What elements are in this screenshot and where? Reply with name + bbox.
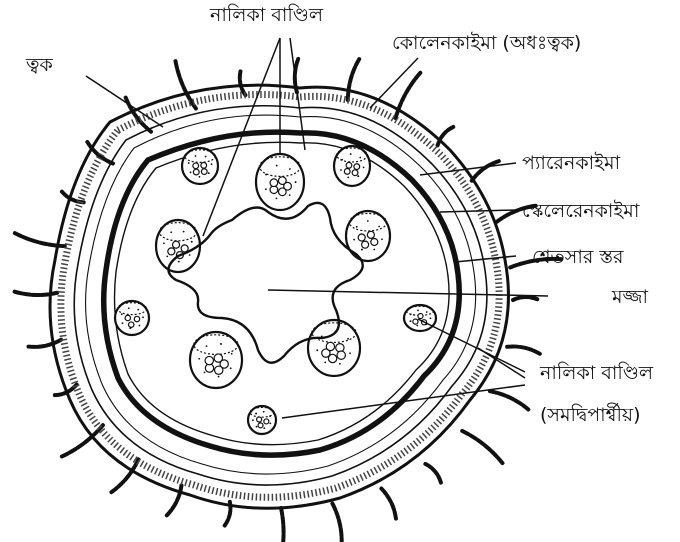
vascular-bundle [115, 301, 149, 335]
epidermal-hair [513, 297, 539, 300]
vascular-bundle [248, 406, 276, 434]
vascular-bundle [334, 146, 370, 186]
vascular-bundle [182, 148, 218, 184]
epidermal-hair [332, 503, 341, 542]
label-parenchyma: প্যারেনকাইমা [522, 152, 620, 174]
epidermal-hair [472, 161, 501, 181]
epidermal-hair [462, 431, 503, 464]
vascular-bundle [346, 211, 390, 261]
label-epidermis: ত্বক [26, 54, 53, 76]
label-pith: মজ্জা [612, 286, 648, 308]
label-collenchyma: কোলেনকাইমা (অধঃত্বক) [392, 32, 581, 54]
epidermal-hair [425, 464, 441, 484]
epidermal-hair [240, 70, 246, 96]
vascular-bundle [190, 332, 242, 388]
vascular-bundle [156, 220, 200, 272]
vascular-bundle [404, 305, 436, 331]
label-sclerenchyma: স্কেলেরেনকাইমা [522, 200, 639, 222]
epidermal-hair [490, 391, 530, 410]
epidermal-hair [280, 508, 283, 542]
vascular-bundle [256, 154, 304, 210]
label-starch-sheath: শ্বেতসার স্তর [532, 246, 623, 268]
label-vascular-bundle-top: নালিকা বাণ্ডিল [210, 4, 323, 26]
epidermal-hair [507, 346, 541, 354]
label-vascular-bundle-right: নালিকা বাণ্ডিল [540, 362, 653, 384]
epidermal-hair [27, 340, 61, 347]
label-bundle-type: (সমদ্বিপার্শ্বীয়) [540, 404, 641, 426]
vascular-bundle [308, 320, 360, 376]
epidermal-hair [381, 489, 396, 521]
